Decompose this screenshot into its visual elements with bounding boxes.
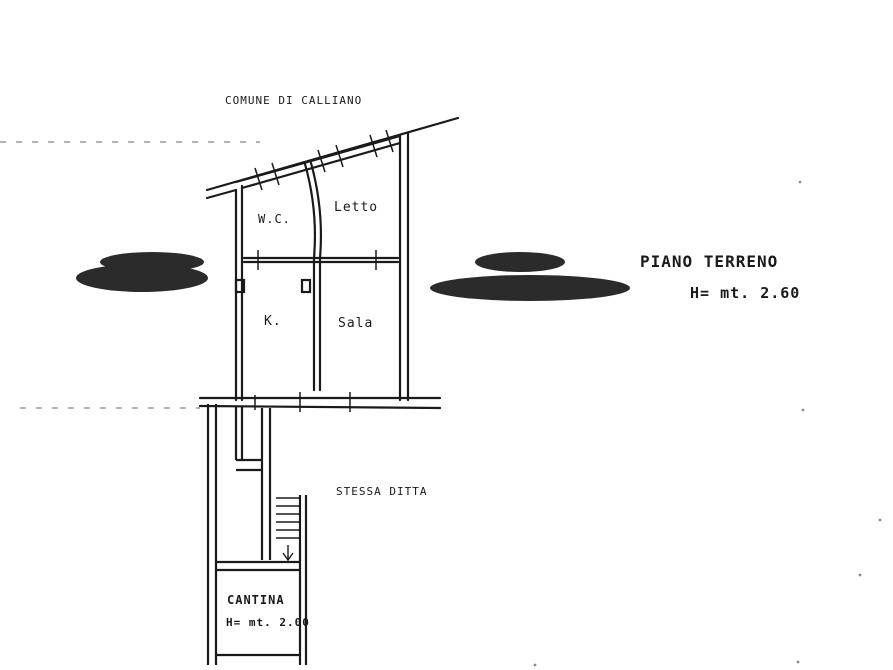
room-label-wc: W.C.: [258, 212, 291, 226]
room-label-letto: Letto: [334, 200, 379, 215]
cellar-height-label: H= mt. 2.00: [226, 616, 310, 629]
neighbor-label: STESSA DITTA: [336, 485, 428, 498]
redaction-marks: [76, 252, 630, 301]
cellar-name-label: CANTINA: [227, 593, 285, 607]
room-label-kitchen: K.: [264, 314, 282, 329]
staircase: [276, 497, 300, 562]
municipality-label: COMUNE DI CALLIANO: [225, 94, 363, 107]
scan-specks: [533, 180, 882, 667]
room-label-sala: Sala: [338, 316, 374, 331]
floor-height-label: H= mt. 2.60: [690, 284, 801, 302]
floor-name-label: PIANO TERRENO: [640, 252, 779, 271]
reference-dashed-lines: [0, 141, 260, 409]
window-openings: [254, 129, 394, 412]
boundary-walls: [198, 116, 460, 410]
lower-wing-walls: [206, 404, 308, 665]
